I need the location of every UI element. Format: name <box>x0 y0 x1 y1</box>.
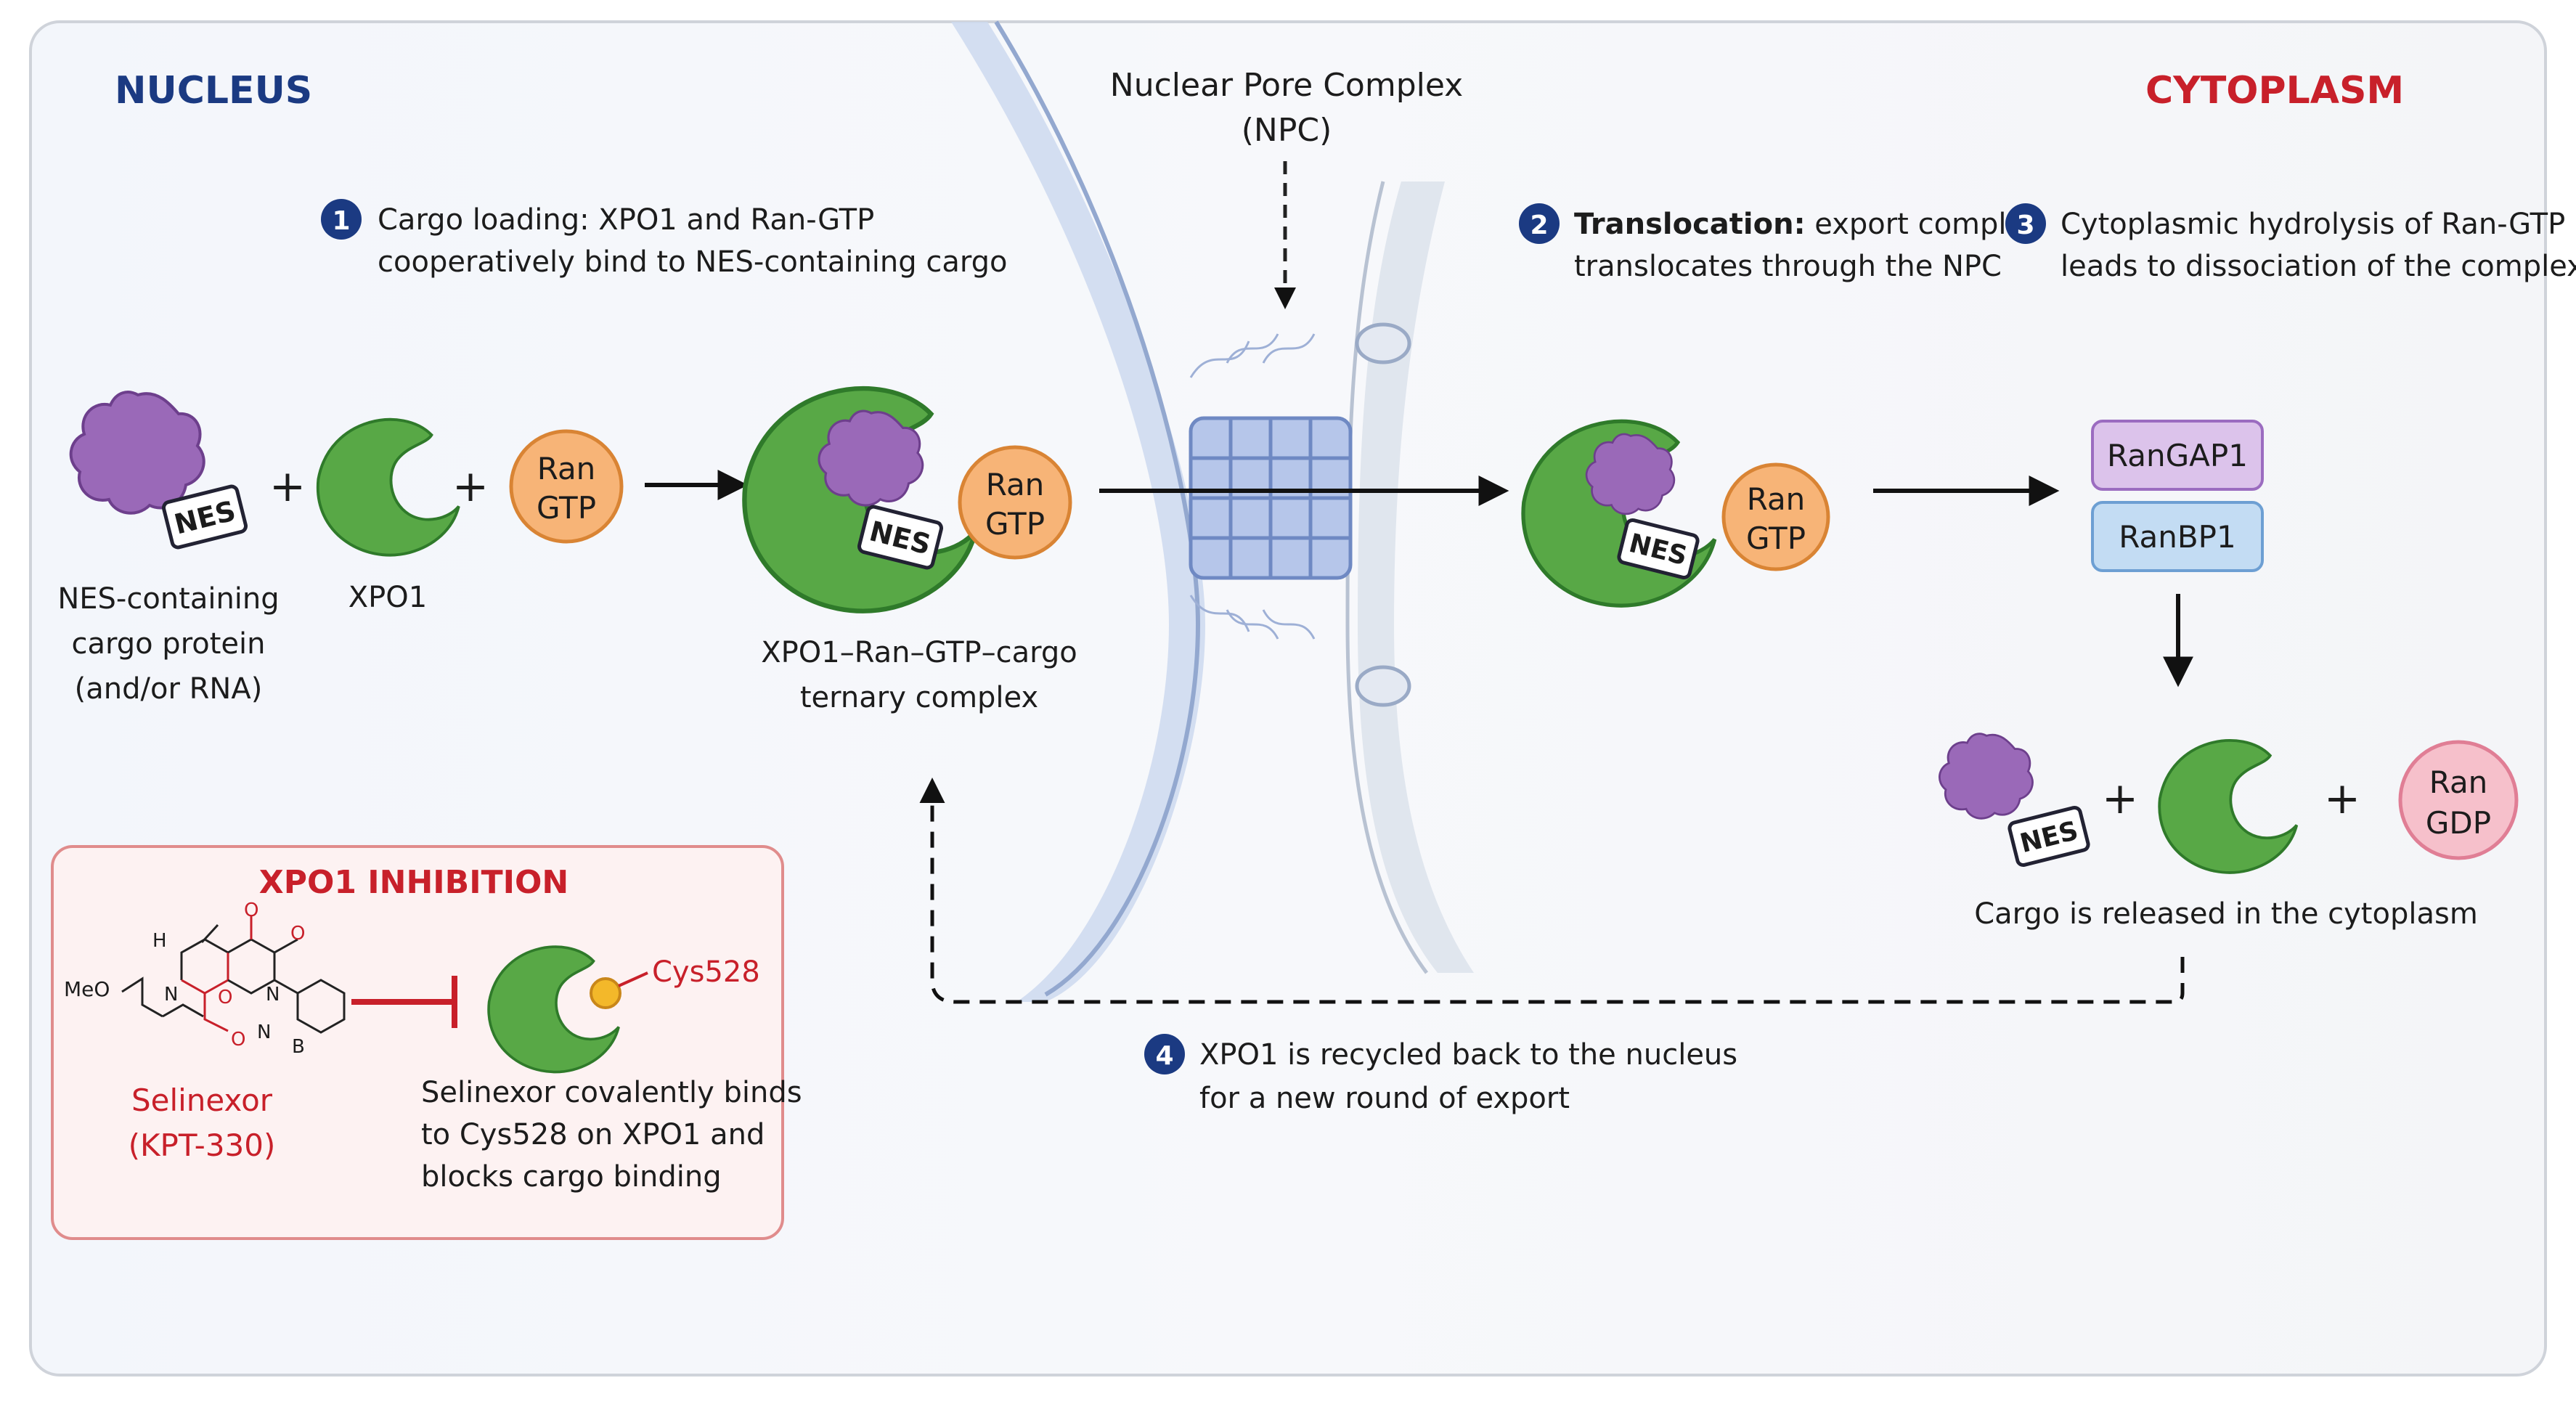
cytoplasm-title: CYTOPLASM <box>2145 69 2404 113</box>
inhibition-desc-line3: blocks cargo binding <box>421 1160 722 1194</box>
export-complex-cytoplasm: NES Ran GTP <box>1523 421 1830 605</box>
step-2-bold-label: Translocation: <box>1574 208 1806 241</box>
ranbp1-box: RanBP1 <box>2091 501 2264 572</box>
ternary-label-line1: XPO1–Ran–GTP–cargo <box>761 636 1077 669</box>
ran-gdp-gdp: GDP <box>2426 805 2491 841</box>
atom-n-3: N <box>257 1021 271 1043</box>
xpo1-inhibition-panel: XPO1 INHIBITION MeO H N O O O N O N B Se… <box>51 845 802 1240</box>
selinexor-name: Selinexor <box>131 1082 273 1118</box>
inhibition-title: XPO1 INHIBITION <box>259 864 568 901</box>
step-1-line2: cooperatively bind to NES-containing car… <box>378 245 1007 279</box>
ran-gdp-ran: Ran <box>2429 764 2488 800</box>
step-3-line1: Cytoplasmic hydrolysis of Ran-GTP <box>2061 208 2565 241</box>
step-2-line1: Translocation: export complex <box>1574 208 2041 241</box>
export-gtp: GTP <box>1746 521 1806 556</box>
cys528-label: Cys528 <box>652 955 760 989</box>
release-caption: Cargo is released in the cytoplasm <box>1974 897 2478 931</box>
xpo1-label: XPO1 <box>349 581 427 614</box>
ternary-complex-nucleus: NES Ran GTP <box>744 388 1072 611</box>
atom-o-2: O <box>231 1029 245 1051</box>
released-cargo: NES <box>1938 733 2090 868</box>
step-3-line2: leads to dissociation of the complex <box>2061 250 2576 283</box>
nuclear-pore-complex <box>1189 333 1353 640</box>
ran-gtp-free-gtp: GTP <box>537 490 596 526</box>
membrane-edge-line-2 <box>1345 181 1429 974</box>
atom-o-1: O <box>218 987 232 1008</box>
cys-pointer <box>618 971 648 987</box>
step-2-badge: 2 <box>1530 211 1548 240</box>
ternary-label-line2: ternary complex <box>800 681 1038 714</box>
atom-o-3: O <box>244 900 258 921</box>
export-ran: Ran <box>1747 481 1806 517</box>
step-4-line1: XPO1 is recycled back to the nucleus <box>1199 1038 1737 1072</box>
nes-tag: NES <box>857 505 943 570</box>
plus-sign-2: + <box>452 461 489 512</box>
ternary-ran: Ran <box>986 467 1045 502</box>
nes-tag: NES <box>162 484 248 550</box>
nucleus-title: NUCLEUS <box>115 69 312 113</box>
npc-title-line1: Nuclear Pore Complex <box>1110 67 1463 104</box>
atom-n-2: N <box>266 984 280 1006</box>
nes-tag: NES <box>1617 518 1700 580</box>
npc-title-line2: (NPC) <box>1242 112 1332 149</box>
step-4-line2: for a new round of export <box>1199 1082 1570 1115</box>
atom-h: H <box>152 930 167 952</box>
step-2-line2: translocates through the NPC <box>1574 250 2002 283</box>
selinexor-bound-dot <box>590 977 621 1009</box>
nes-tag: NES <box>2008 805 2090 868</box>
selinexor-code: (KPT-330) <box>129 1127 276 1163</box>
inhibition-desc-line1: Selinexor covalently binds <box>421 1076 802 1109</box>
ranbp1-label: RanBP1 <box>2119 519 2235 555</box>
atom-n-1: N <box>164 984 178 1006</box>
plus-sign-1: + <box>269 461 306 512</box>
ran-gdp: Ran GDP <box>2398 740 2519 860</box>
free-cargo-protein: NES <box>69 391 248 550</box>
membrane-channel-bottom <box>1355 665 1411 707</box>
selinexor-structure <box>121 916 346 1034</box>
plus-sign-4: + <box>2324 773 2360 824</box>
step-1-badge: 1 <box>332 206 350 236</box>
step-1-caption: 1 Cargo loading: XPO1 and Ran-GTP cooper… <box>321 199 1007 279</box>
atom-meo: MeO <box>64 977 110 1001</box>
step-2-rest-label: export complex <box>1806 208 2042 241</box>
ternary-gtp: GTP <box>985 506 1045 542</box>
step-4-badge: 4 <box>1155 1041 1173 1071</box>
recycle-arrow <box>919 778 2185 1004</box>
ran-gtp-free-ran: Ran <box>537 451 596 486</box>
cargo-label-line1: NES-containing <box>57 582 279 616</box>
outer-membrane-left <box>951 22 1205 1002</box>
ran-gtp-free: Ran GTP <box>509 429 624 544</box>
step-4-caption: 4 XPO1 is recycled back to the nucleus f… <box>1144 1034 1737 1115</box>
membrane-channel-top <box>1355 322 1411 364</box>
inhibition-desc-line2: to Cys528 on XPO1 and <box>421 1118 765 1151</box>
atom-o-4: O <box>290 923 305 945</box>
step-1-line1: Cargo loading: XPO1 and Ran-GTP <box>378 203 874 237</box>
plus-sign-3: + <box>2102 773 2138 824</box>
step-2-caption: 2 Translocation: export complex transloc… <box>1519 203 2041 283</box>
inner-membrane-right <box>1358 182 1474 973</box>
step-3-caption: 3 Cytoplasmic hydrolysis of Ran-GTP lead… <box>2005 203 2576 283</box>
cargo-label-line2: cargo protein <box>71 627 265 661</box>
rangap1-box: RanGAP1 <box>2091 420 2264 491</box>
cargo-label-line3: (and/or RNA) <box>75 672 263 706</box>
rangap1-label: RanGAP1 <box>2107 438 2248 473</box>
atom-b: B <box>292 1036 305 1058</box>
step-3-badge: 3 <box>2016 211 2034 240</box>
